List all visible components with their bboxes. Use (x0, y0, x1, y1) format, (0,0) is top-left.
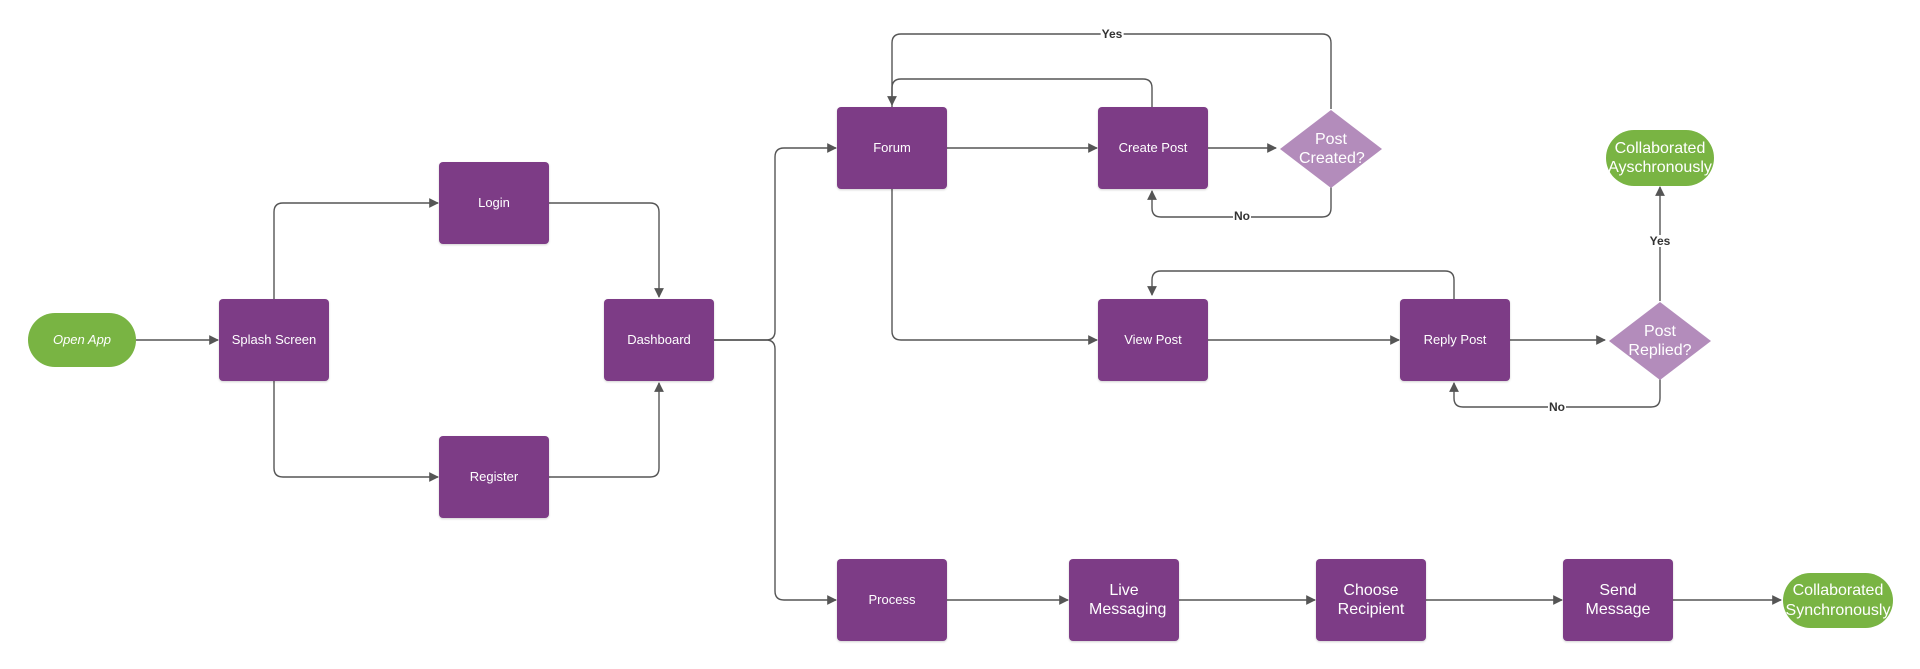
send-message-node: Send Message (1563, 559, 1673, 641)
login-node: Login (439, 162, 549, 244)
live-messaging-node: Live Messaging (1069, 559, 1179, 641)
edge-label-post-created-yes: Yes (1100, 27, 1124, 41)
splash-screen-node: Splash Screen (219, 299, 329, 381)
process-label: Process (868, 592, 916, 608)
dashboard-node: Dashboard (604, 299, 714, 381)
view-post-label: View Post (1124, 332, 1182, 348)
open-app-label: Open App (52, 332, 112, 348)
create-post-node: Create Post (1098, 107, 1208, 189)
post-created-decision: Post Created? (1279, 109, 1383, 189)
dashboard-label: Dashboard (627, 332, 691, 348)
open-app-terminal: Open App (28, 313, 136, 367)
register-label: Register (469, 469, 519, 485)
view-post-node: View Post (1098, 299, 1208, 381)
edge-postcreated-yes-forum (887, 33, 1332, 109)
edge-dashboard-process (713, 339, 837, 605)
post-replied-decision: Post Replied? (1608, 301, 1712, 381)
collaborated-async-terminal: Collaborated Ayschronously (1606, 130, 1714, 186)
edge-label-post-replied-yes: Yes (1648, 234, 1672, 248)
edge-createpost-forum-loop (891, 78, 1153, 107)
edge-label-post-created-no: No (1233, 209, 1251, 223)
forum-label: Forum (873, 140, 911, 156)
post-created-diamond (1280, 110, 1382, 188)
login-label: Login (478, 195, 510, 211)
send-message-label: Send Message (1585, 581, 1651, 618)
create-post-label: Create Post (1118, 140, 1188, 156)
process-node: Process (837, 559, 947, 641)
splash-screen-label: Splash Screen (231, 332, 317, 348)
choose-recipient-node: Choose Recipient (1316, 559, 1426, 641)
edge-forum-viewpost (891, 189, 1098, 345)
reply-post-node: Reply Post (1400, 299, 1510, 381)
post-replied-label: Post Replied? (1628, 322, 1692, 359)
collaborated-sync-terminal: Collaborated Synchronously (1783, 573, 1893, 628)
post-created-label: Post Created? (1299, 130, 1365, 167)
choose-recipient-label: Choose Recipient (1337, 581, 1405, 618)
forum-node: Forum (837, 107, 947, 189)
reply-post-label: Reply Post (1423, 332, 1487, 348)
edge-replypost-viewpost-loop (1147, 270, 1455, 299)
edge-register-dashboard (548, 382, 664, 478)
edge-splash-register (273, 381, 439, 482)
post-replied-diamond (1609, 302, 1711, 380)
register-node: Register (439, 436, 549, 518)
edge-login-dashboard (548, 202, 664, 298)
collaborated-sync-label: Collaborated Synchronously (1785, 582, 1891, 619)
edge-label-post-replied-no: No (1548, 400, 1566, 414)
collaborated-async-label: Collaborated Ayschronously (1608, 139, 1712, 176)
live-messaging-label: Live Messaging (1089, 581, 1167, 618)
edge-splash-login (273, 198, 439, 299)
edge-dashboard-forum (713, 143, 837, 341)
